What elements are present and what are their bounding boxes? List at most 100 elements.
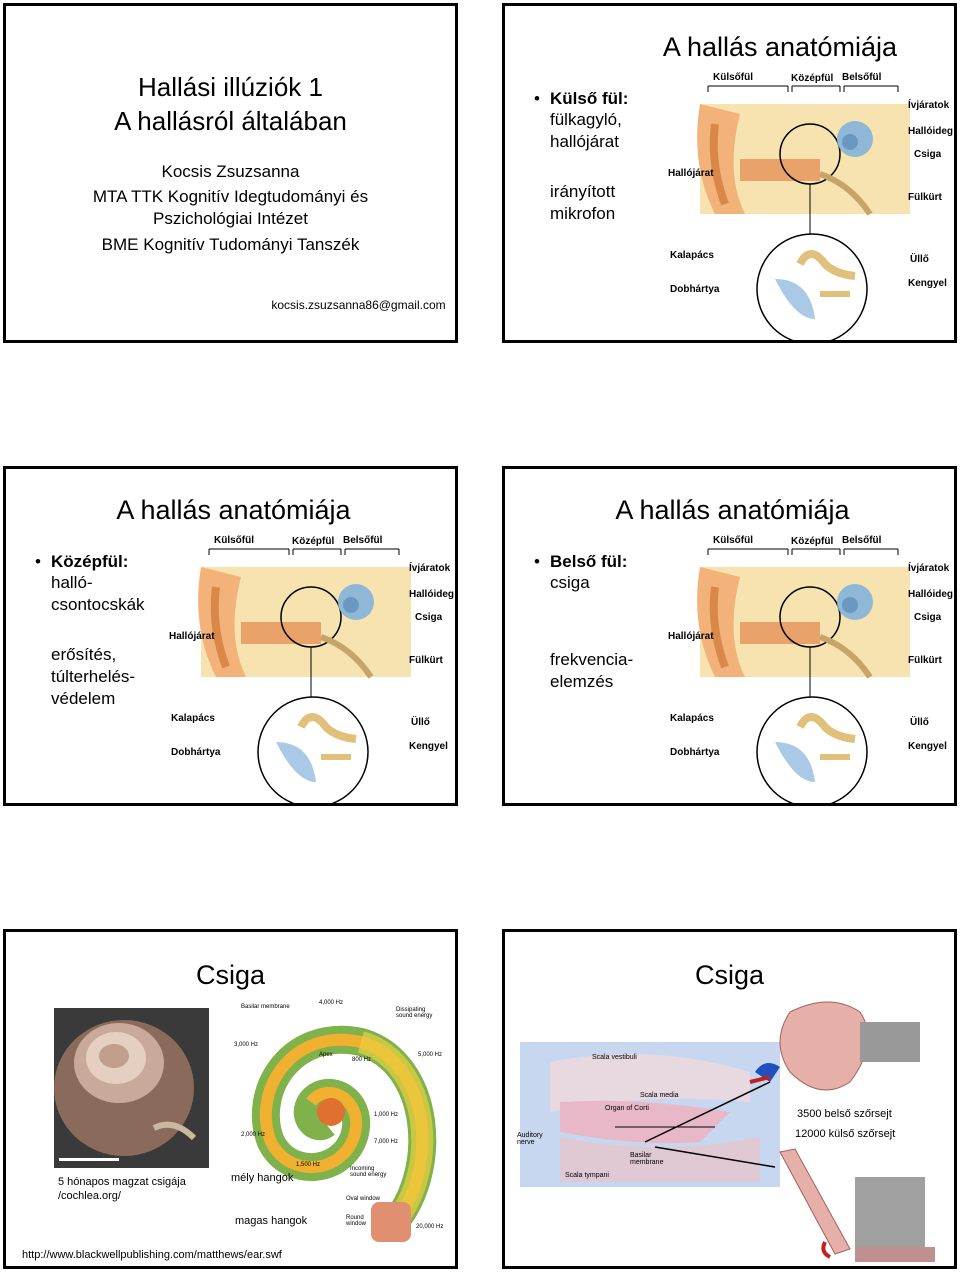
photo-caption-line2: /cochlea.org/ (58, 1190, 121, 1202)
slide-title: Hallási illúziók 1 A hallásról általában… (3, 3, 458, 343)
label-kozepful: Középfül (292, 536, 335, 547)
diagram-label: Auditory nerve (517, 1132, 543, 1146)
label-belsoful: Belsőfül (343, 535, 383, 546)
slide-title: A hallás anatómiája (615, 495, 850, 525)
label-kalapacs: Kalapács (670, 250, 714, 261)
email: kocsis.zsuzsanna86@gmail.com (271, 298, 446, 312)
label-kulsoful: Külsőfül (713, 72, 753, 83)
slide-middle-ear: A hallás anatómiája Középfül: halló- cso… (3, 466, 458, 806)
bullet-line: csontocskák (51, 595, 145, 614)
author-name: Kocsis Zsuzsanna (161, 162, 300, 181)
low-tones-label: mély hangok (231, 1172, 294, 1184)
slide-title: Csiga (195, 960, 266, 990)
diagram-label: Basilar membrane (241, 1004, 290, 1010)
outer-hair-cells-count: 12000 külső szőrsejt (795, 1128, 896, 1140)
photo-caption-line1: 5 hónapos magzat csigája (58, 1176, 186, 1188)
bullet-line: hallójárat (550, 132, 619, 151)
label-kalapacs: Kalapács (670, 713, 714, 724)
slide-title: Csiga (694, 960, 765, 990)
label-belsoful: Belsőfül (842, 72, 882, 83)
high-tones-label: magas hangok (235, 1215, 308, 1227)
label-hallojarat: Hallójárat (668, 168, 714, 179)
bullet-line: túlterhelés- (51, 667, 136, 686)
diagram-label: 2,000 Hz (241, 1132, 266, 1138)
label-ullo: Üllő (910, 254, 929, 265)
diagram-label: 20,000 Hz (416, 1224, 444, 1230)
label-kengyel: Kengyel (409, 741, 448, 752)
connector-arrows (644, 1081, 776, 1168)
slide-title: A hallás anatómiája (116, 495, 351, 525)
source-url[interactable]: http://www.blackwellpublishing.com/matth… (22, 1249, 282, 1261)
diagram-label: Organ of Corti (605, 1105, 649, 1112)
bullet-line: mikrofon (550, 204, 616, 223)
label-ullo: Üllő (910, 717, 929, 728)
label-halloideg: Hallóideg (409, 589, 455, 600)
cochlea-cross-section (520, 1042, 780, 1187)
ear-anatomy-figure: Külsőfül Középfül Belsőfül Ívjáratok Hal… (161, 527, 455, 803)
ear-anatomy-drawing (697, 85, 910, 340)
bullet-line: védelem (51, 689, 116, 708)
label-csiga: Csiga (415, 612, 443, 623)
diagram-label: Scala vestibuli (592, 1054, 637, 1061)
diagram-label: 1,000 Hz (374, 1112, 399, 1118)
slide-cochlea-1: Csiga 5 hónapos magzat csigája /cochlea.… (3, 929, 458, 1269)
ear-anatomy-drawing (198, 548, 411, 803)
diagram-label: Oval window (346, 1196, 381, 1202)
affiliation-line1: MTA TTK Kognitív Idegtudományi és (92, 187, 369, 206)
slide-title: A hallás anatómiája (662, 32, 898, 62)
label-kengyel: Kengyel (908, 741, 947, 752)
bullet-line: elemzés (550, 672, 614, 691)
label-ullo: Üllő (411, 717, 430, 728)
diagram-label: 3,000 Hz (234, 1042, 259, 1048)
bullet-heading: Belső fül: (534, 552, 628, 572)
label-halloideg: Hallóideg (908, 589, 954, 600)
label-csiga: Csiga (914, 612, 942, 623)
diagram-label: 800 Hz (352, 1057, 372, 1063)
label-hallojarat: Hallójárat (668, 631, 714, 642)
main-title-line1: Hallási illúziók 1 (138, 72, 323, 102)
diagram-label: 5,000 Hz (418, 1052, 443, 1058)
slide-cochlea-2: Csiga Scala vestibuli Scala media Organ … (502, 929, 957, 1269)
affiliation-line2: Pszichológiai Intézet (153, 209, 308, 228)
label-kengyel: Kengyel (908, 278, 947, 289)
label-kozepful: Középfül (791, 536, 834, 547)
outer-hair-cell-drawing (779, 1148, 935, 1262)
diagram-label: Round window (346, 1215, 367, 1227)
label-fulkurt: Fülkürt (409, 655, 443, 666)
label-hallojarat: Hallójárat (169, 631, 215, 642)
cochlea-frequency-diagram (251, 1026, 437, 1242)
diagram-label: Dissipating sound energy (396, 1007, 433, 1019)
label-dobhartya: Dobhártya (670, 747, 720, 758)
label-fulkurt: Fülkürt (908, 655, 942, 666)
label-belsoful: Belsőfül (842, 535, 882, 546)
ear-anatomy-figure: Külsőfül Középfül Belsőfül Ívjáratok Hal… (660, 527, 954, 803)
fetal-cochlea-photo (54, 1008, 209, 1168)
label-ivjaratok: Ívjáratok (409, 563, 451, 574)
label-dobhartya: Dobhártya (670, 284, 720, 295)
bullet-line: csiga (550, 573, 590, 592)
diagram-label: Basilar membrane (630, 1152, 664, 1166)
label-ivjaratok: Ívjáratok (908, 100, 950, 111)
label-ivjaratok: Ívjáratok (908, 563, 950, 574)
diagram-label: Scala tympani (565, 1172, 609, 1179)
label-kalapacs: Kalapács (171, 713, 215, 724)
label-halloideg: Hallóideg (908, 126, 954, 137)
label-dobhartya: Dobhártya (171, 747, 221, 758)
bullet-line: frekvencia- (550, 650, 634, 669)
bullet-line: erősítés, (51, 645, 117, 664)
diagram-label: 4,000 Hz (319, 1000, 344, 1006)
label-kulsoful: Külsőfül (713, 535, 753, 546)
label-fulkurt: Fülkürt (908, 192, 942, 203)
diagram-label: Scala media (640, 1092, 679, 1099)
label-kozepful: Középfül (791, 73, 834, 84)
main-title-line2: A hallásról általában (114, 106, 347, 136)
bullet-line: halló- (51, 573, 93, 592)
diagram-label: 1,500 Hz (296, 1162, 321, 1168)
bullet-heading: Külső fül: (534, 89, 628, 109)
ear-anatomy-drawing (697, 548, 910, 803)
diagram-label: Incoming sound energy (350, 1166, 387, 1178)
label-csiga: Csiga (914, 149, 942, 160)
inner-hair-cell-drawing (749, 1001, 920, 1091)
slide-inner-ear: A hallás anatómiája Belső fül: csiga fre… (502, 466, 957, 806)
bullet-line: fülkagyló, (550, 110, 622, 129)
